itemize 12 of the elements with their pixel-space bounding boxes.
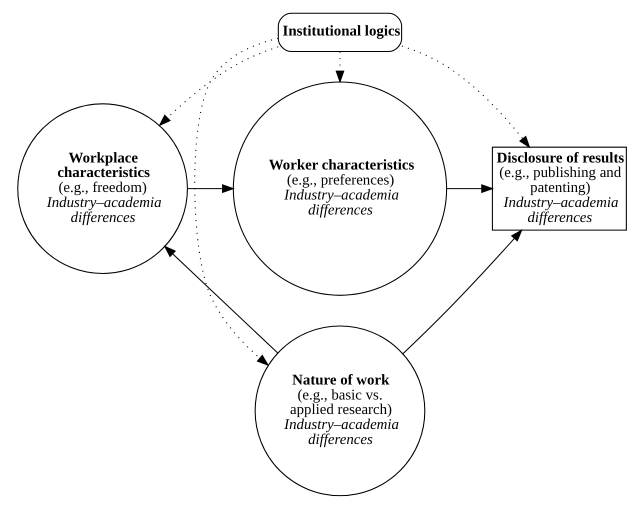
arrow — [158, 46, 278, 126]
arrow — [194, 37, 278, 366]
arrow — [446, 184, 494, 193]
node-circle: Workplace characteristics (e.g., freedom) Industry–academia differences — [17, 102, 188, 274]
node-box: Disclosure of results (e.g., publishing and patenting) Industry–academia differences — [492, 146, 627, 230]
node-circle: Worker characteristics (e.g., preferences) Industry–academia differences — [232, 80, 448, 296]
arrow — [164, 244, 278, 353]
arrow — [188, 184, 235, 193]
arrow — [336, 51, 344, 83]
node-box: Institutional logics — [278, 12, 402, 52]
arrow — [402, 228, 523, 354]
arrow — [402, 45, 530, 148]
